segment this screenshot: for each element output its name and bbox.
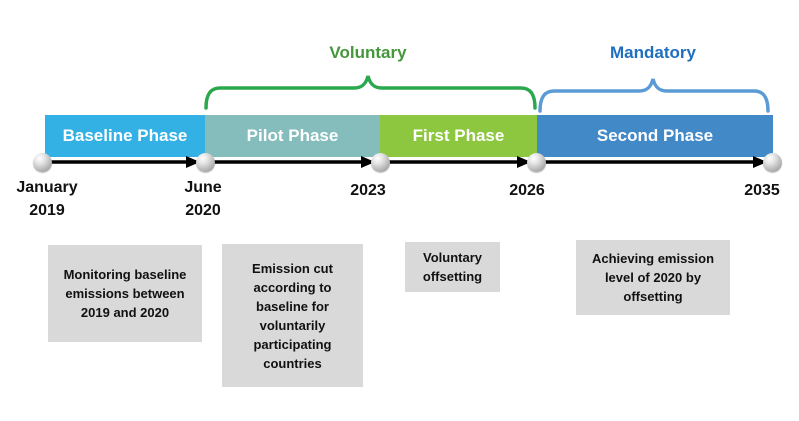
date-line2: 2020 <box>185 202 221 219</box>
date-line2: 2019 <box>29 202 65 219</box>
voluntary-brace <box>204 75 537 110</box>
phase-label-first: First Phase <box>412 126 505 145</box>
milestone-sphere-2026 <box>526 152 546 172</box>
note-box-baseline: Monitoring baseline emissions between 20… <box>48 245 202 342</box>
phase-label-baseline: Baseline Phase <box>62 126 188 145</box>
phase-bar-pilot: Pilot Phase <box>205 115 380 157</box>
date-label-jan-2019: January 2019 <box>2 176 92 222</box>
note-text: Achieving emission level of 2020 by offs… <box>591 251 715 304</box>
phase-bar-second: Second Phase <box>537 115 773 157</box>
date-label-2035: 2035 <box>717 179 799 202</box>
date-line1: 2023 <box>350 182 386 199</box>
date-line1: January <box>16 179 78 196</box>
note-box-first: Voluntary offsetting <box>405 242 500 292</box>
date-line1: 2026 <box>509 182 545 199</box>
mandatory-brace <box>538 78 770 113</box>
phase-bar-first: First Phase <box>380 115 537 157</box>
note-box-pilot: Emission cut according to baseline for v… <box>222 244 363 387</box>
date-label-june-2020: June 2020 <box>158 176 248 222</box>
milestone-sphere-june-2020 <box>195 152 215 172</box>
mandatory-bracket-label: Mandatory <box>610 43 696 62</box>
milestone-sphere-2035 <box>762 152 782 172</box>
date-line1: 2035 <box>744 182 780 199</box>
milestone-sphere-2023 <box>370 152 390 172</box>
milestone-sphere-jan-2019 <box>32 152 52 172</box>
phase-bar-baseline: Baseline Phase <box>45 115 205 157</box>
note-text: Monitoring baseline emissions between 20… <box>63 267 187 320</box>
date-label-2026: 2026 <box>482 179 572 202</box>
phase-label-pilot: Pilot Phase <box>246 126 339 145</box>
voluntary-bracket-label: Voluntary <box>329 43 407 62</box>
date-line1: June <box>184 179 222 196</box>
note-box-second: Achieving emission level of 2020 by offs… <box>576 240 730 315</box>
note-text: Emission cut according to baseline for v… <box>252 260 333 371</box>
note-text: Voluntary offsetting <box>422 250 483 284</box>
phase-label-second: Second Phase <box>596 126 714 145</box>
date-label-2023: 2023 <box>323 179 413 202</box>
